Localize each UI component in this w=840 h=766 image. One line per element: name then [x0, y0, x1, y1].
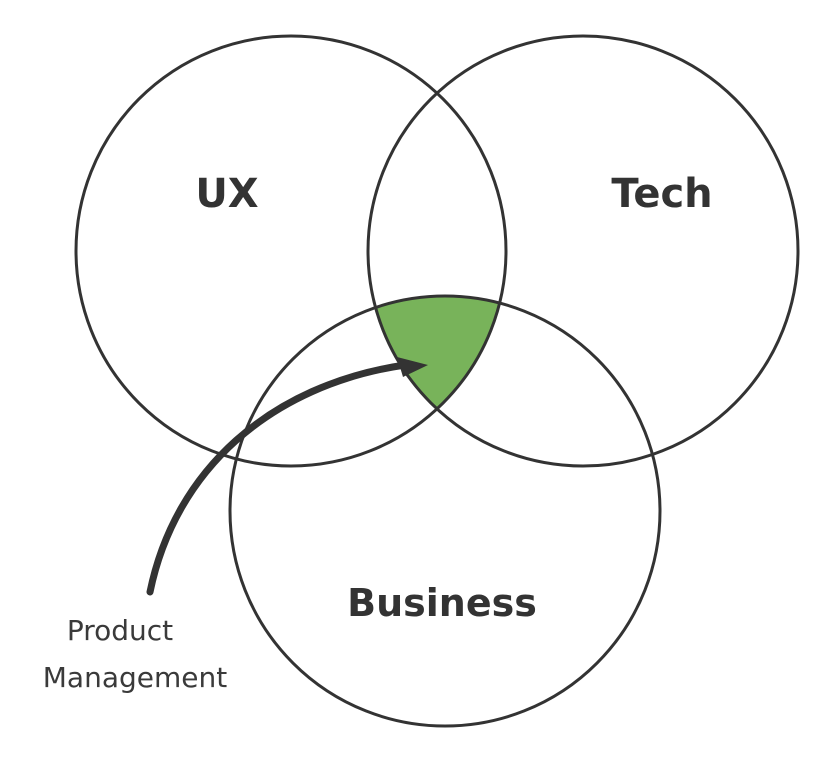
- ux-label: UX: [195, 171, 258, 217]
- product-management-intersection: [368, 296, 506, 466]
- ux-circle: [74, 34, 508, 468]
- tech-circle: [366, 34, 800, 468]
- annotation-line-1: Product: [67, 614, 173, 647]
- tech-label: Tech: [611, 171, 712, 217]
- arrow-head: [397, 357, 428, 377]
- business-circle: [228, 294, 662, 728]
- business-label: Business: [347, 581, 537, 625]
- arrow-line: [146, 361, 409, 596]
- annotation-line-2: Management: [43, 661, 227, 694]
